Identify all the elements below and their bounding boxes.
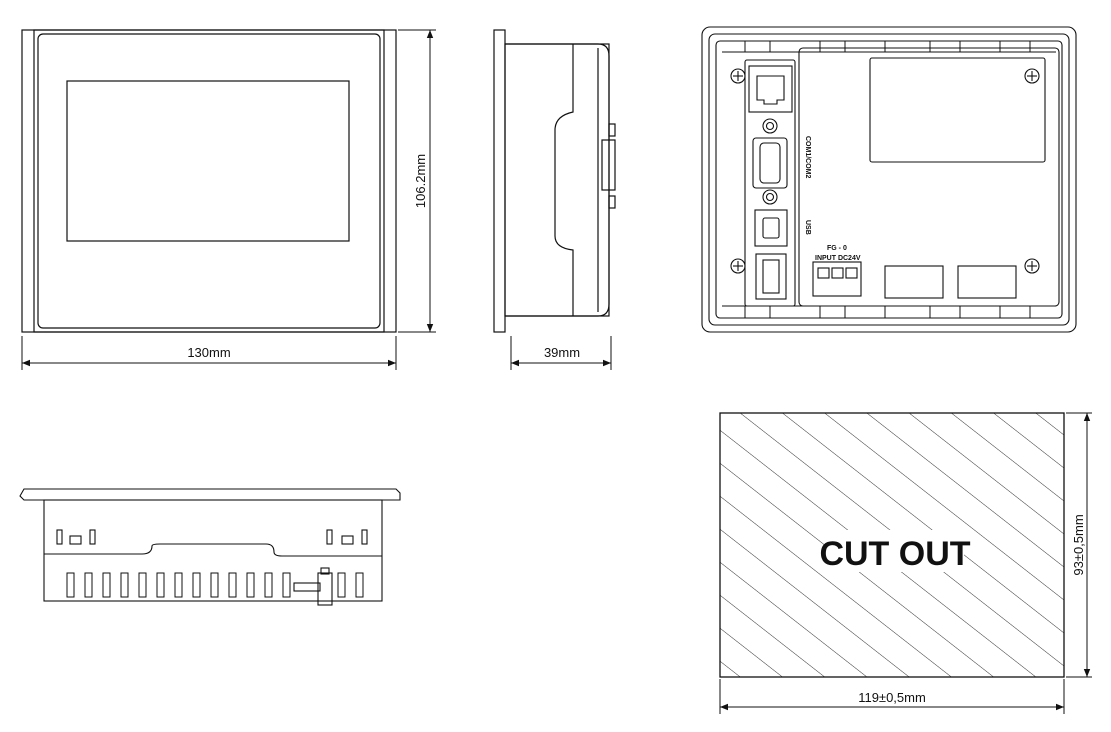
rear-connector-panel [744,59,796,307]
side-depth-dimension [510,336,612,370]
usb-a-port [755,253,787,300]
front-view [21,29,397,333]
rear-mounting-screws [730,68,1040,274]
com-port-label: COM1/COM2 [804,136,811,179]
cutout-view: CUT OUT [719,412,1065,678]
front-height-label: 106.2mm [413,154,428,208]
usb-label: USB [804,220,811,235]
serial-port [752,137,788,189]
cutout-height-label: 93±0,5mm [1071,514,1086,575]
cutout-width-dimension [719,679,1065,714]
rear-main-panel [798,47,1060,307]
side-depth-label: 39mm [544,345,580,360]
front-width-label: 130mm [187,345,230,360]
power-terminal [812,261,862,297]
side-view [493,29,616,333]
power-pin-label: FG - 0 [827,245,847,252]
rear-label-area [869,57,1046,163]
side-bezel [493,29,506,333]
rear-view [701,26,1077,333]
bottom-view [19,488,401,606]
cutout-rectangle [719,412,1065,678]
bottom-vents [66,572,364,598]
cutout-width-label: 119±0,5mm [858,690,926,705]
ethernet-port [748,65,793,113]
rear-labels: COM1/COM2 USB INPUT DC24V FG - 0 [804,136,861,262]
rear-slot-2 [957,265,1017,299]
cutout-label: CUT OUT [819,535,970,573]
rear-slot-1 [884,265,944,299]
usb-b-port [754,209,788,247]
front-height-dimension [398,29,436,333]
rear-outer-frame [701,26,1077,333]
front-screen [66,80,350,242]
front-bezel-inner [37,33,381,329]
front-width-dimension [21,336,397,370]
input-power-label: INPUT DC24V [815,255,861,262]
front-bezel-outer [21,29,397,333]
cutout-height-dimension [1066,412,1092,678]
rear-rib-ticks [722,41,1056,318]
